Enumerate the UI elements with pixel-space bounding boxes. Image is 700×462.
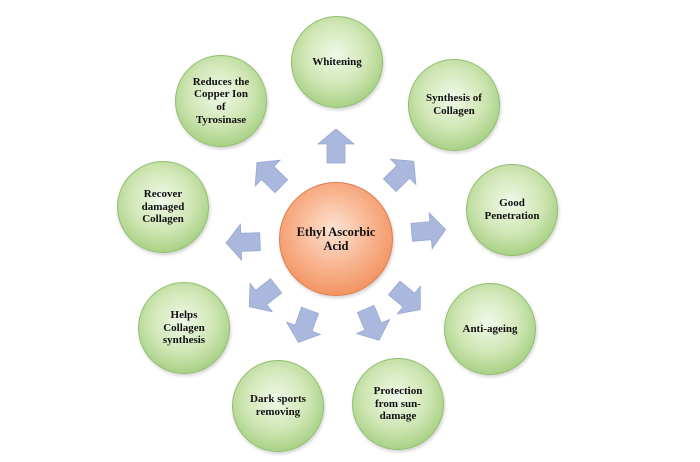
node-whitening: Whitening	[291, 16, 383, 108]
node-helps-collagen-synthesis: Helps Collagen synthesis	[138, 282, 230, 374]
node-reduces-copper-ion-of-tyrosinase: Reduces the Copper Ion of Tyrosinase	[175, 55, 267, 147]
arrow-3	[410, 211, 447, 250]
center-node-label: Ethyl Ascorbic Acid	[296, 224, 376, 253]
node-label: Good Penetration	[484, 197, 540, 222]
node-dark-sports-removing: Dark sports removing	[232, 360, 324, 452]
arrow-6	[285, 306, 322, 343]
node-label: Whitening	[312, 55, 362, 68]
arrow-9	[254, 159, 289, 194]
arrow-8	[225, 223, 261, 262]
node-recover-damaged-collagen: Recover damaged Collagen	[117, 161, 209, 253]
arrow-7	[248, 278, 283, 313]
arrow-5	[355, 304, 391, 341]
arrow-2	[382, 158, 417, 193]
node-synthesis-of-collagen: Synthesis of Collagen	[408, 59, 500, 151]
node-label: Protection from sun- damage	[373, 385, 423, 423]
node-protection-from-sun-damage: Protection from sun- damage	[352, 358, 444, 450]
arrow-4	[387, 280, 421, 315]
node-good-penetration: Good Penetration	[466, 164, 558, 256]
node-label: Anti-ageing	[462, 322, 518, 335]
node-anti-ageing: Anti-ageing	[444, 283, 536, 375]
center-node: Ethyl Ascorbic Acid	[279, 182, 393, 296]
node-label: Reduces the Copper Ion of Tyrosinase	[192, 75, 250, 126]
node-label: Recover damaged Collagen	[141, 188, 185, 226]
node-label: Dark sports removing	[250, 393, 306, 418]
arrow-1	[316, 128, 356, 164]
node-label: Helps Collagen synthesis	[162, 309, 206, 347]
node-label: Synthesis of Collagen	[426, 92, 482, 117]
